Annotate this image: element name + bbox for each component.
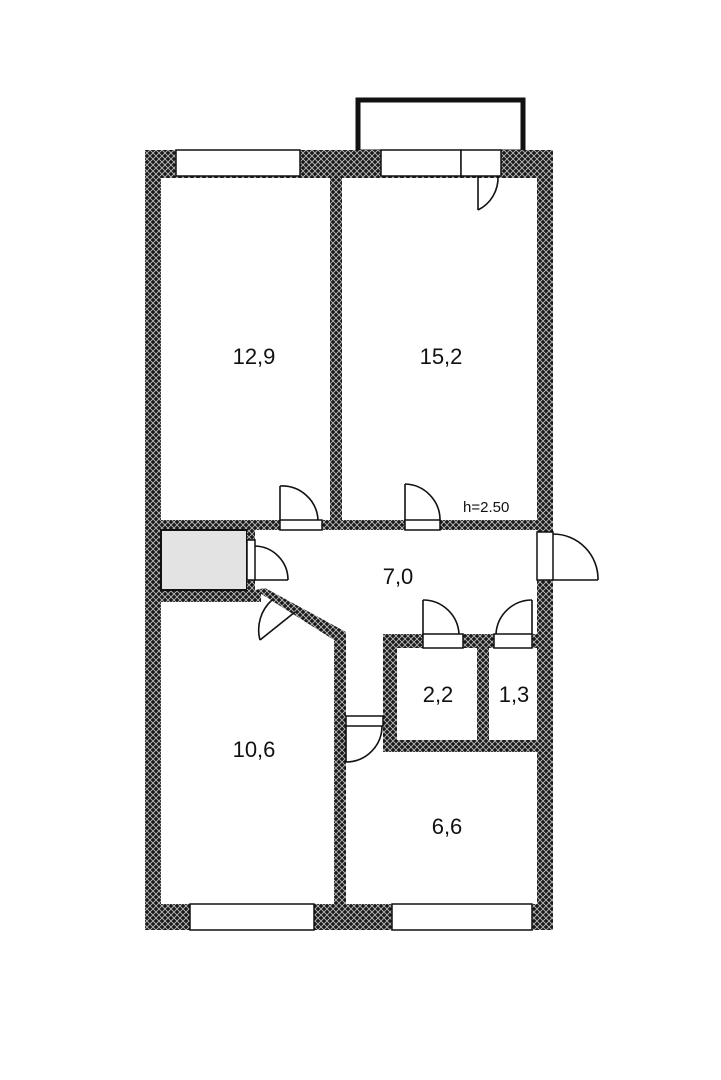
window-kitchen [391, 903, 533, 931]
closet [160, 529, 248, 591]
room-c-area: 10,6 [233, 737, 276, 762]
hallway-area: 7,0 [383, 564, 414, 589]
room-b-area: 15,2 [420, 344, 463, 369]
balcony-door [460, 149, 502, 177]
windows [175, 149, 533, 931]
door-swings [254, 175, 599, 763]
bathroom-area: 2,2 [423, 682, 454, 707]
toilet-area: 1,3 [499, 682, 530, 707]
window-room-c [189, 903, 315, 931]
door-openings [246, 519, 554, 727]
window-room-a [175, 149, 301, 177]
room-a-area: 12,9 [233, 344, 276, 369]
balcony [355, 97, 526, 155]
window-room-b [380, 149, 462, 177]
ceiling-height-label: h=2.50 [463, 499, 509, 516]
kitchen-area: 6,6 [432, 814, 463, 839]
